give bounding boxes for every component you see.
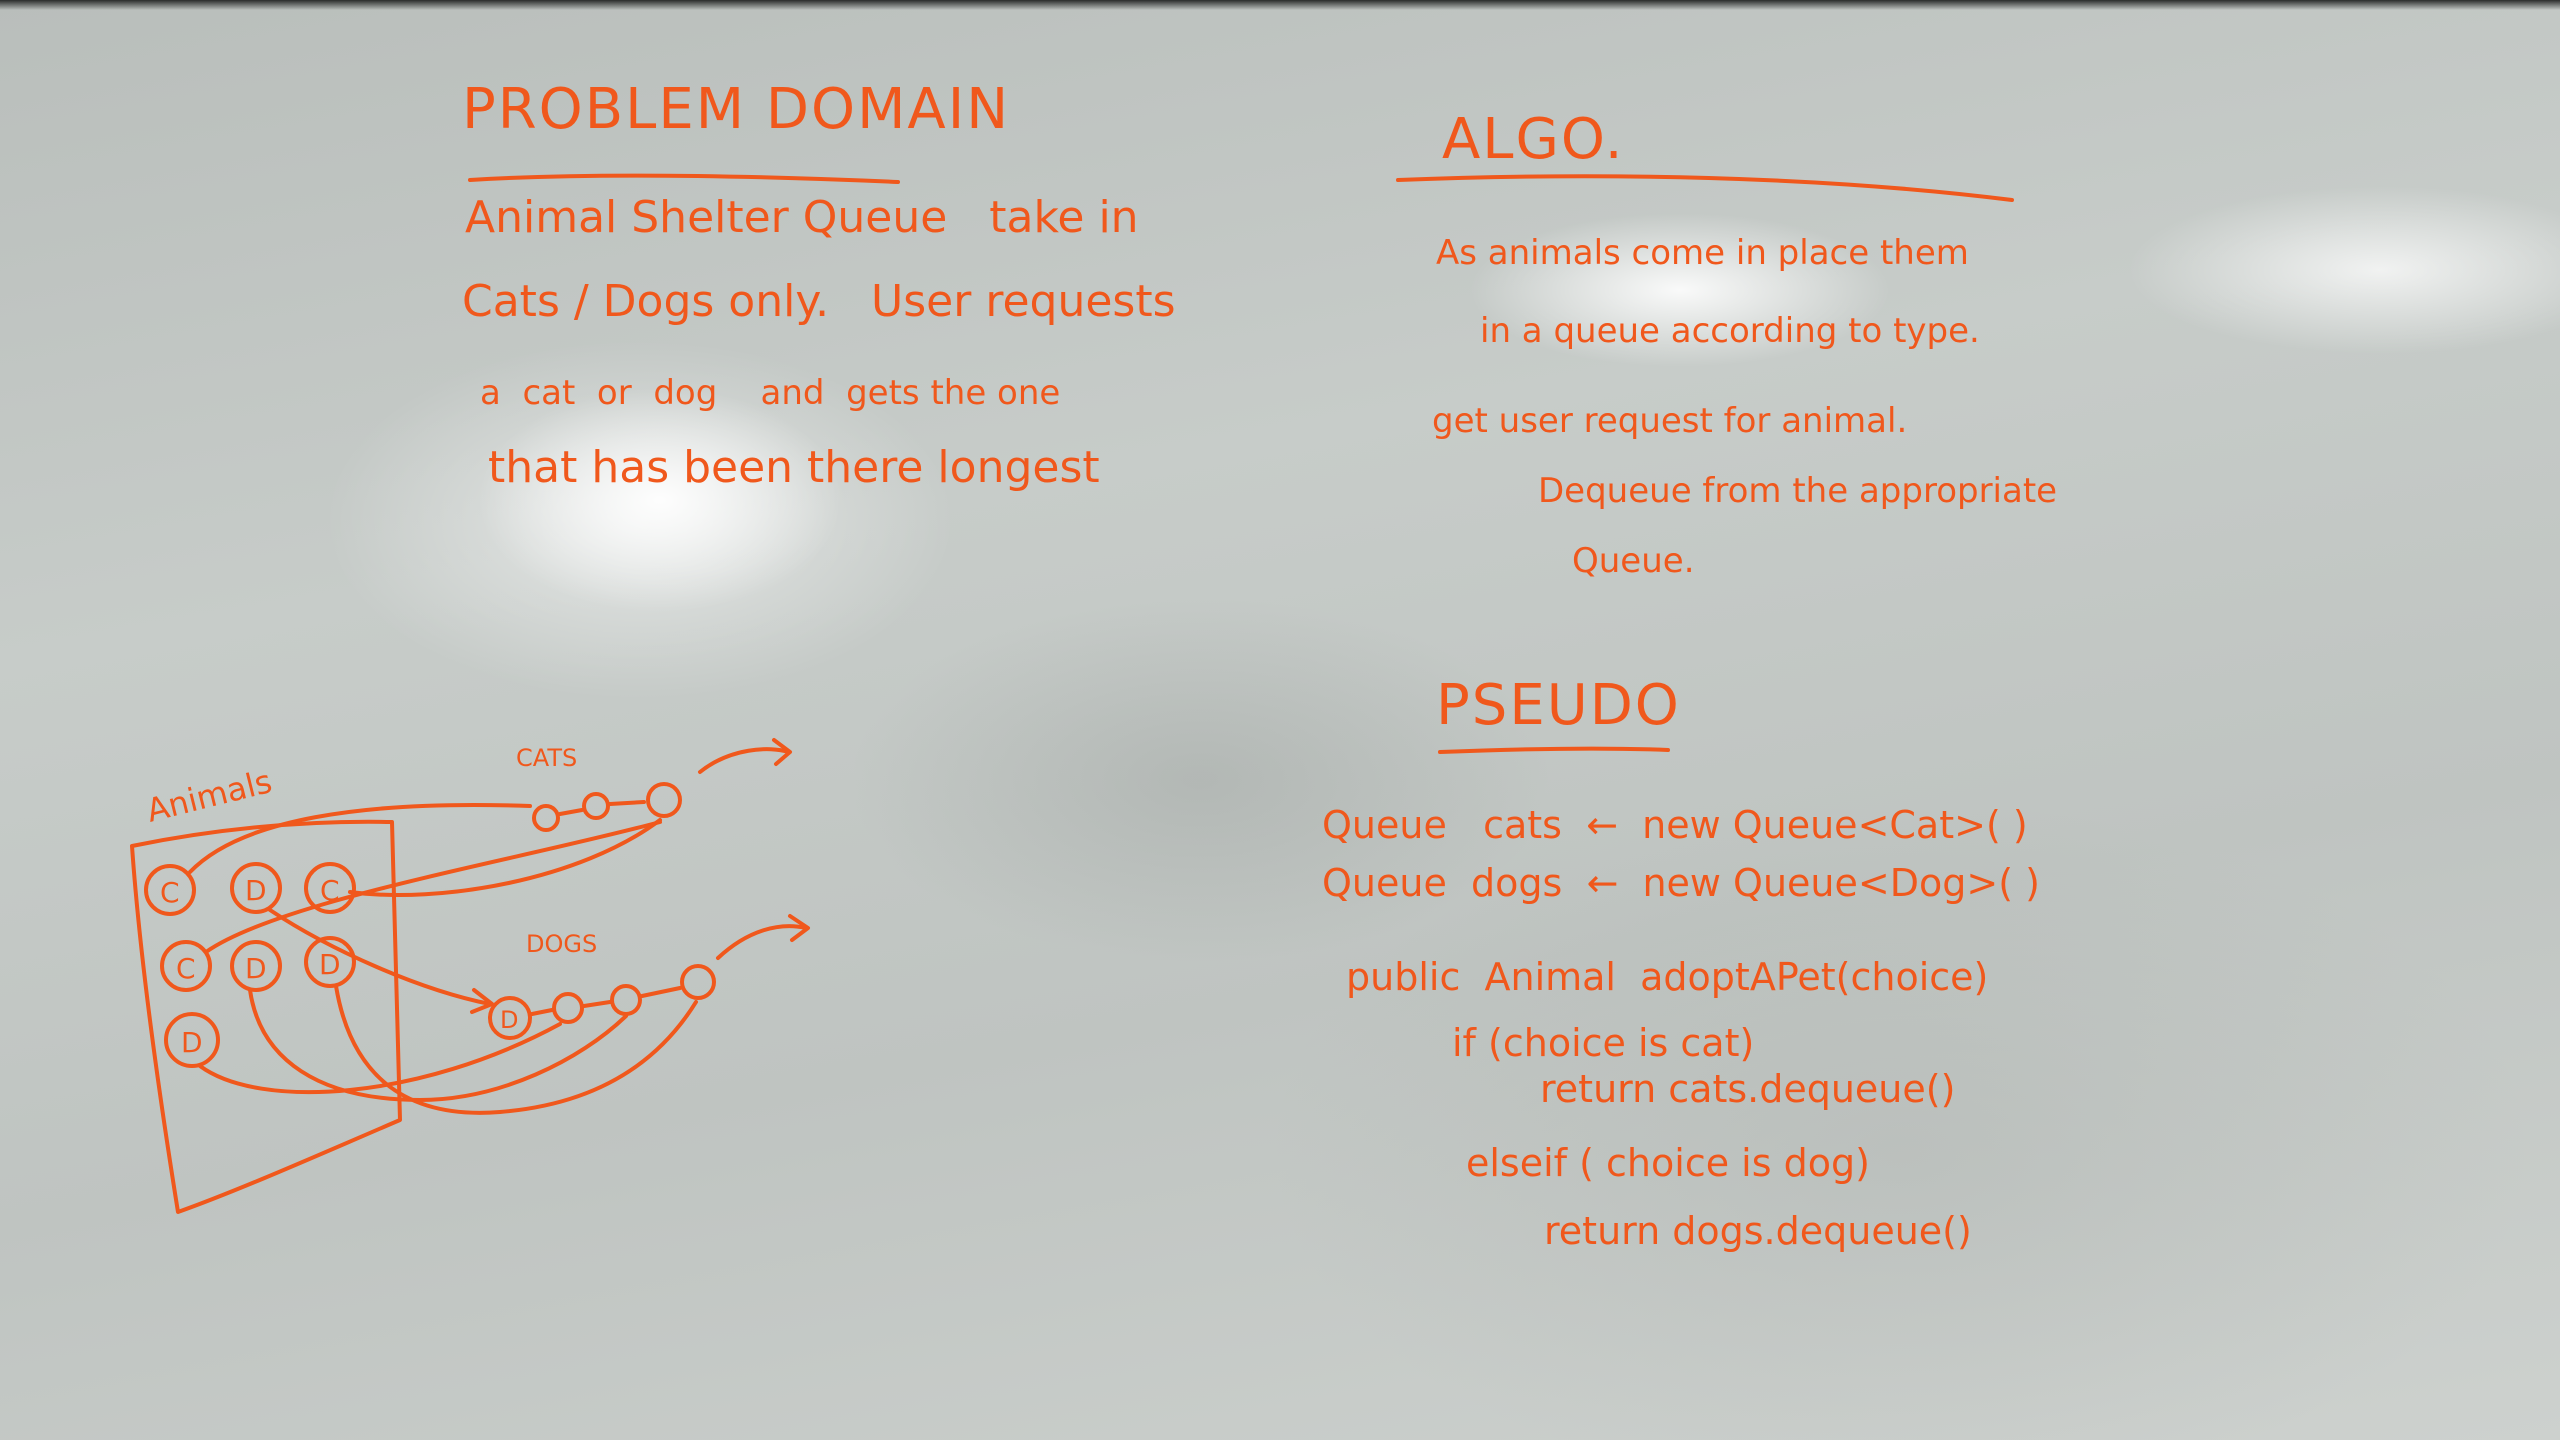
dog-to-queue-arrow	[248, 988, 628, 1102]
pseudo-line: public Animal adoptAPet(choice)	[1346, 955, 1989, 999]
svg-text:D: D	[181, 1026, 203, 1059]
svg-text:D: D	[245, 952, 267, 985]
pseudo-title-underline	[1438, 746, 1670, 754]
algo-line: in a queue according to type.	[1480, 311, 1980, 351]
cat-to-queue-arrow	[204, 820, 662, 954]
animal-node-cat: C	[304, 862, 356, 914]
dog-to-queue-arrow	[334, 984, 698, 1115]
svg-text:C: C	[160, 876, 180, 909]
pseudo-line: if (choice is cat)	[1452, 1021, 1755, 1065]
dog-to-queue-arrow	[198, 1022, 562, 1095]
pseudo-line: return dogs.dequeue()	[1544, 1209, 1972, 1253]
animals-box	[130, 819, 402, 1214]
algo-line: Queue.	[1572, 541, 1695, 581]
animal-node-dog: D	[164, 1012, 220, 1068]
problem-line: Animal Shelter Queue take in	[465, 192, 1139, 243]
pseudo-line: return cats.dequeue()	[1540, 1067, 1956, 1111]
algo-line: As animals come in place them	[1436, 233, 1969, 273]
animal-node-dog: D	[230, 862, 282, 914]
problem-domain-title: PROBLEM DOMAIN	[462, 77, 1011, 142]
pseudo-title: PSEUDO	[1436, 673, 1681, 738]
animal-node-cat: C	[160, 940, 212, 992]
svg-text:D: D	[245, 874, 267, 907]
animals-label: Animals	[143, 762, 276, 830]
problem-line: Cats / Dogs only. User requests	[462, 276, 1176, 327]
pseudo-line: Queue cats ← new Queue<Cat>( )	[1322, 803, 2028, 847]
animal-node-dog: D	[304, 936, 356, 988]
cat-to-queue-arrow	[188, 802, 532, 874]
algo-title: ALGO.	[1442, 107, 1625, 172]
pseudo-line: Queue dogs ← new Queue<Dog>( )	[1322, 861, 2040, 905]
cats-queue	[532, 738, 792, 832]
problem-line: that has been there longest	[488, 442, 1100, 493]
problem-title-underline	[468, 173, 900, 184]
algo-line: get user request for animal.	[1432, 401, 1908, 441]
animal-node-dog: D	[230, 940, 282, 992]
svg-text:D: D	[319, 948, 341, 981]
svg-text:C: C	[176, 952, 196, 985]
cats-queue-label: CATS	[516, 744, 577, 772]
dog-to-queue-arrow	[268, 908, 492, 1006]
svg-text:D: D	[500, 1006, 518, 1034]
dogs-queue: D	[488, 914, 810, 1040]
svg-text:C: C	[320, 874, 340, 907]
algo-line: Dequeue from the appropriate	[1538, 471, 2058, 511]
board-frame-edge	[0, 0, 2560, 10]
animal-node-cat: C	[144, 864, 196, 916]
dogs-queue-label: DOGS	[526, 930, 597, 958]
pseudo-line: elseif ( choice is dog)	[1466, 1141, 1870, 1185]
cat-to-queue-arrow	[348, 818, 662, 897]
problem-line: a cat or dog and gets the one	[480, 373, 1061, 413]
algo-title-underline	[1396, 174, 2014, 202]
